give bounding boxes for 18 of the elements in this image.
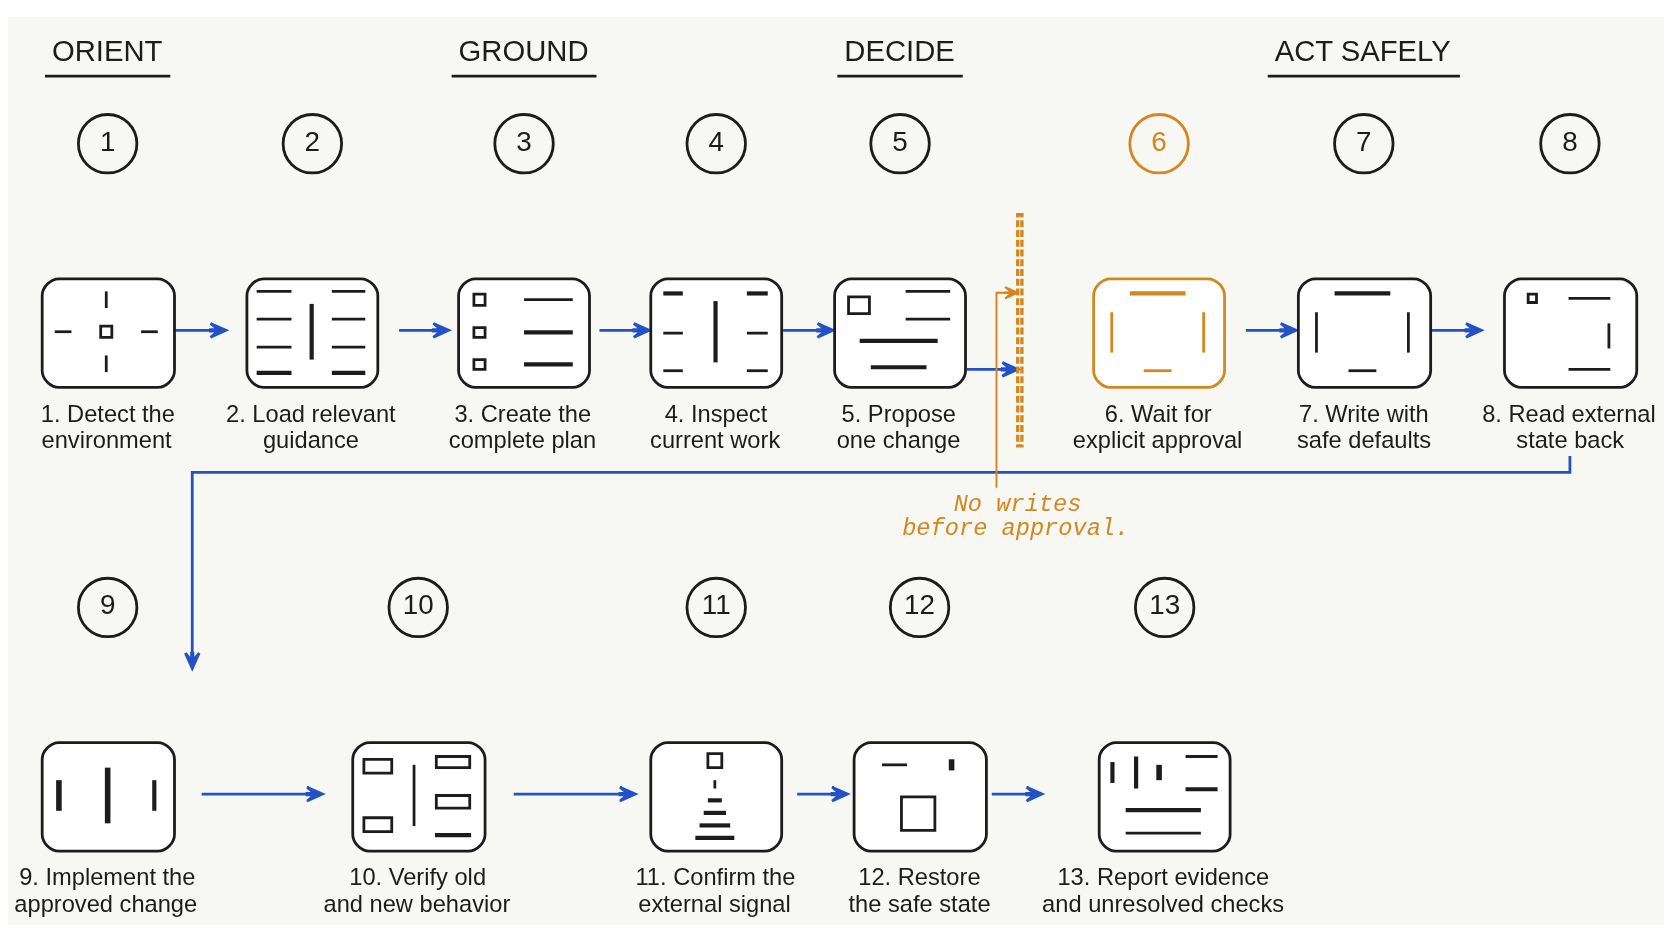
node-label: 4. Inspect current work (650, 400, 781, 453)
node-label: 12. Restore the safe state (848, 863, 991, 917)
node-label: 6. Wait for explicit approval (1072, 400, 1243, 453)
node-label: 1. Detect the environment (40, 400, 175, 453)
node-label: 13. Report evidence and unresolved checks (1042, 863, 1285, 917)
node-label: 9. Implement the approved change (14, 863, 198, 917)
label: GROUND (458, 34, 589, 67)
node-label: 8. Read external state back (1482, 400, 1656, 453)
node-label: 3. Create the complete plan (448, 400, 597, 453)
node-label: 5. Propose one change (836, 400, 961, 453)
label: DECIDE (844, 34, 955, 67)
node-label: 10. Verify old and new behavior (323, 863, 511, 917)
label: ORIENT (51, 34, 163, 67)
node-label: 2. Load relevant guidance (226, 400, 396, 453)
node-label: 11. Confirm the external signal (635, 863, 796, 917)
node-label: 7. Write with safe defaults (1296, 400, 1432, 453)
node-text: No writes before approval. (902, 490, 1130, 541)
label: ACT SAFELY (1274, 34, 1451, 67)
